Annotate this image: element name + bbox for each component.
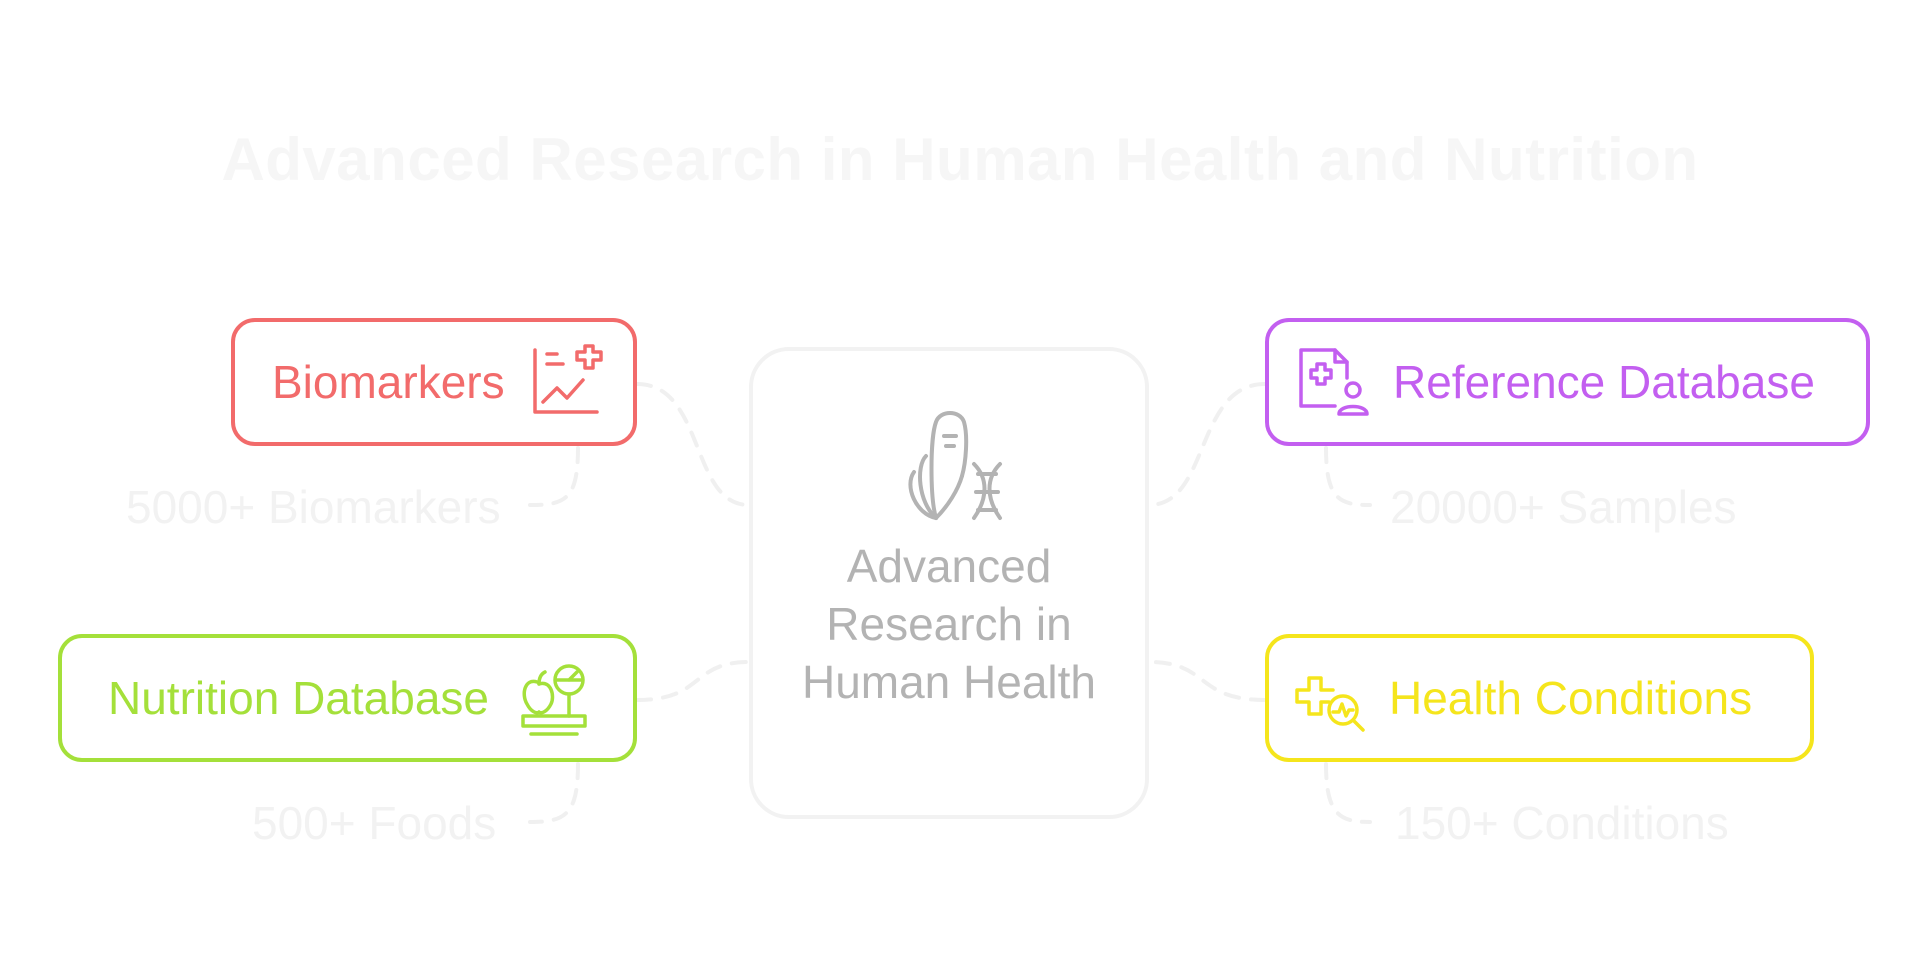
connector-health-stat	[1324, 762, 1372, 824]
node-nutrition-database: Nutrition Database	[58, 634, 637, 762]
corn-dna-icon	[896, 406, 1016, 526]
connector-biomarkers-center	[635, 382, 751, 507]
node-reference-database-label: Reference Database	[1393, 356, 1815, 408]
node-health-conditions-label: Health Conditions	[1389, 672, 1753, 724]
stat-health-conditions: 150+ Conditions	[1395, 797, 1729, 849]
connector-reference-stat	[1324, 446, 1372, 507]
node-biomarkers-label: Biomarkers	[272, 356, 505, 408]
apple-scale-icon	[515, 658, 595, 738]
diagram-title: Advanced Research in Human Health and Nu…	[221, 126, 1699, 193]
connector-nutrition-center	[635, 660, 751, 702]
connector-health-center	[1147, 660, 1267, 702]
node-nutrition-database-label: Nutrition Database	[108, 672, 489, 724]
connector-reference-center	[1147, 382, 1267, 507]
center-node: Advanced Research in Human Health	[749, 347, 1149, 819]
medical-file-person-icon	[1291, 342, 1371, 422]
connector-biomarkers-stat	[528, 446, 580, 507]
node-health-conditions: Health Conditions	[1265, 634, 1814, 762]
node-biomarkers: Biomarkers	[231, 318, 637, 446]
stat-biomarkers: 5000+ Biomarkers	[126, 481, 501, 533]
chart-plus-icon	[527, 342, 607, 422]
medical-cross-search-icon	[1291, 658, 1371, 738]
center-label: Advanced Research in Human Health	[801, 540, 1097, 708]
stat-reference-database: 20000+ Samples	[1390, 481, 1737, 533]
stat-nutrition-database: 500+ Foods	[252, 797, 497, 849]
node-reference-database: Reference Database	[1265, 318, 1870, 446]
connector-nutrition-stat	[528, 762, 580, 824]
